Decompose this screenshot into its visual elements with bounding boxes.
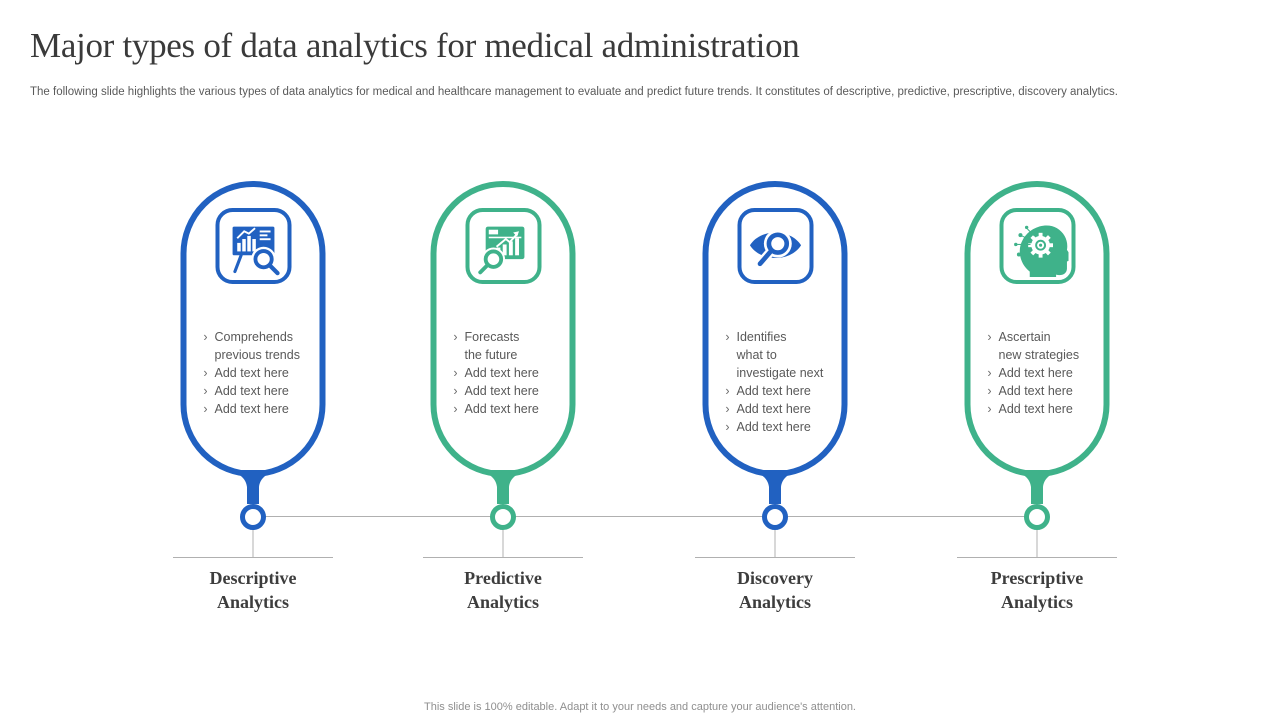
timeline-node-circle xyxy=(762,504,788,530)
window-chart-magnifier-icon xyxy=(465,208,541,284)
timeline-node-circle xyxy=(240,504,266,530)
column-prescriptive-analytics: ›Ascertain new strategies ›Add text here… xyxy=(927,0,1147,650)
list-item: ›Add text here xyxy=(447,382,568,400)
capsule-outline: ›Ascertain new strategies ›Add text here… xyxy=(964,181,1110,477)
bullet-list: ›Forecasts the future ›Add text here ›Ad… xyxy=(447,328,568,418)
bullet-chevron: › xyxy=(453,402,458,416)
bullet-chevron: › xyxy=(987,330,992,344)
page-subtitle: The following slide highlights the vario… xyxy=(30,86,1118,98)
list-item: ›Add text here xyxy=(981,382,1102,400)
list-item: ›Add text here xyxy=(197,364,318,382)
timeline-node-circle xyxy=(490,504,516,530)
bullet-chevron: › xyxy=(453,384,458,398)
list-item: ›Add text here xyxy=(447,400,568,418)
label-connector-line xyxy=(1036,530,1038,557)
bullet-chevron: › xyxy=(453,330,458,344)
timeline-node-circle xyxy=(1024,504,1050,530)
list-item: ›Comprehends previous trends xyxy=(197,328,318,364)
list-item: ›Add text here xyxy=(447,364,568,382)
list-item: ›Add text here xyxy=(197,382,318,400)
category-label: Descriptive Analytics xyxy=(209,568,297,612)
list-item: ›Add text here xyxy=(981,400,1102,418)
column-predictive-analytics: ›Forecasts the future ›Add text here ›Ad… xyxy=(393,0,613,650)
list-item: ›Add text here xyxy=(719,400,840,418)
capsule-pointer xyxy=(231,470,275,504)
footer-note: This slide is 100% editable. Adapt it to… xyxy=(424,701,856,713)
page-title: Major types of data analytics for medica… xyxy=(30,26,800,65)
category-label: Prescriptive Analytics xyxy=(990,568,1084,612)
bullet-list: ›Identifies what to investigate next ›Ad… xyxy=(719,328,840,436)
capsule-pointer xyxy=(481,470,525,504)
bullet-chevron: › xyxy=(987,366,992,380)
column-discovery-analytics: ›Identifies what to investigate next ›Ad… xyxy=(665,0,885,650)
bullet-chevron: › xyxy=(987,402,992,416)
category-label: Discovery Analytics xyxy=(737,568,813,612)
column-descriptive-analytics: ›Comprehends previous trends ›Add text h… xyxy=(143,0,363,650)
list-item: ›Add text here xyxy=(197,400,318,418)
list-item: ›Add text here xyxy=(719,418,840,436)
capsule-outline: ›Forecasts the future ›Add text here ›Ad… xyxy=(430,181,576,477)
label-connector-line xyxy=(252,530,254,557)
list-item: ›Add text here xyxy=(981,364,1102,382)
bullet-chevron: › xyxy=(203,366,208,380)
capsule-pointer xyxy=(1015,470,1059,504)
capsule-outline: ›Identifies what to investigate next ›Ad… xyxy=(702,181,848,477)
bullet-chevron: › xyxy=(453,366,458,380)
capsule-outline: ›Comprehends previous trends ›Add text h… xyxy=(180,181,326,477)
bullet-chevron: › xyxy=(725,384,730,398)
label-rule-line xyxy=(423,557,583,558)
label-rule-line xyxy=(695,557,855,558)
bullet-chevron: › xyxy=(725,330,730,344)
bullet-chevron: › xyxy=(203,384,208,398)
presentation-chart-magnifier-icon xyxy=(215,208,291,284)
capsule-pointer xyxy=(753,470,797,504)
label-connector-line xyxy=(502,530,504,557)
label-rule-line xyxy=(173,557,333,558)
category-label: Predictive Analytics xyxy=(464,568,542,612)
bullet-list: ›Comprehends previous trends ›Add text h… xyxy=(197,328,318,418)
list-item: ›Forecasts the future xyxy=(447,328,568,364)
label-connector-line xyxy=(774,530,776,557)
bullet-chevron: › xyxy=(203,330,208,344)
bullet-chevron: › xyxy=(203,402,208,416)
timeline-connector-line xyxy=(253,516,1037,517)
bullet-chevron: › xyxy=(725,420,730,434)
bullet-chevron: › xyxy=(725,402,730,416)
eye-magnifier-icon xyxy=(737,208,813,284)
head-gear-icon xyxy=(999,208,1075,284)
list-item: ›Identifies what to investigate next xyxy=(719,328,840,382)
list-item: ›Add text here xyxy=(719,382,840,400)
bullet-chevron: › xyxy=(987,384,992,398)
label-rule-line xyxy=(957,557,1117,558)
list-item: ›Ascertain new strategies xyxy=(981,328,1102,364)
bullet-list: ›Ascertain new strategies ›Add text here… xyxy=(981,328,1102,418)
